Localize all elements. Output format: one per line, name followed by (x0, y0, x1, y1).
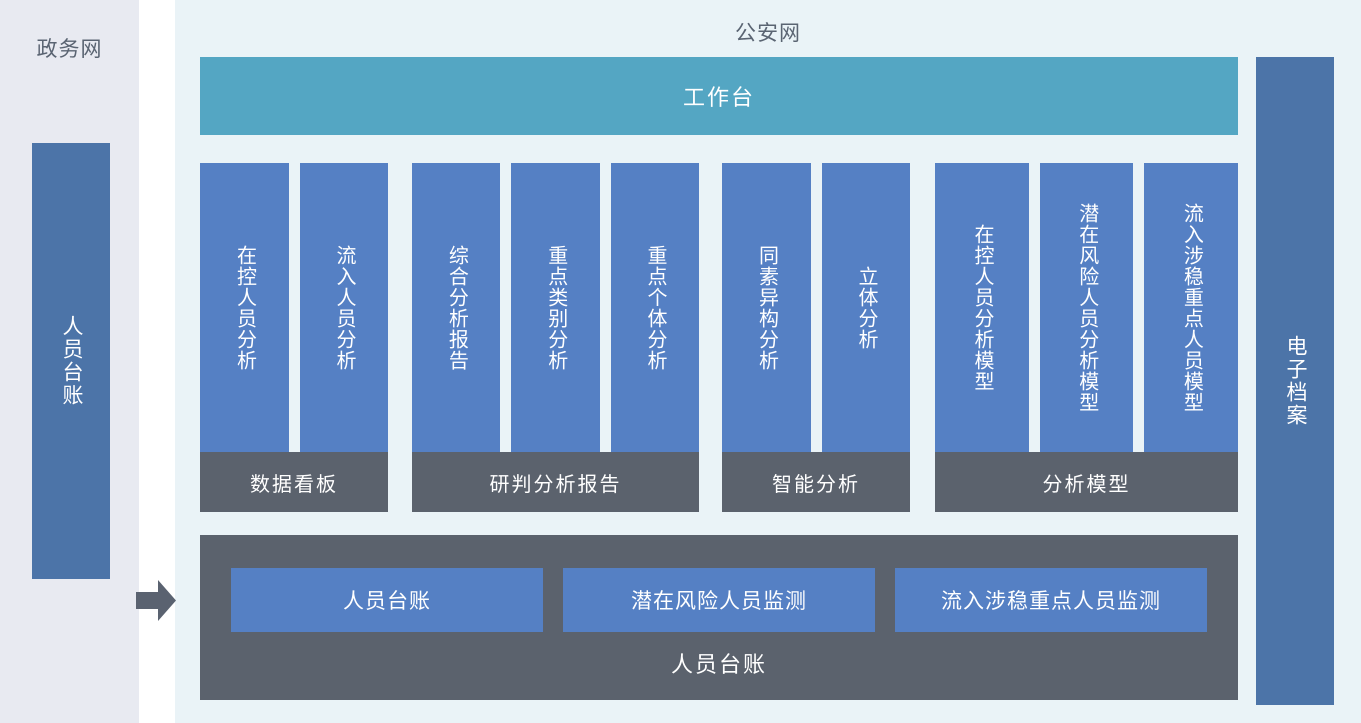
group-data-dashboard: 在控人员分析 流入人员分析 数据看板 (200, 163, 388, 512)
capability-groups: 在控人员分析 流入人员分析 数据看板 综合分析报告 重点类别分析 重点个体分析 … (200, 163, 1239, 512)
module-card[interactable]: 在控人员分析模型 (935, 163, 1029, 452)
ledger-tile[interactable]: 人员台账 (231, 568, 543, 632)
ledger-panel-label: 人员台账 (670, 652, 767, 677)
police-network-title: 公安网 (735, 22, 801, 45)
ledger-tile-row: 人员台账 潜在风险人员监测 流入涉稳重点人员监测 (231, 568, 1207, 632)
government-network-title: 政务网 (36, 38, 103, 61)
module-card[interactable]: 重点个体分析 (610, 163, 699, 452)
group-footer-label: 分析模型 (935, 452, 1238, 512)
module-card[interactable]: 综合分析报告 (412, 163, 501, 452)
module-card[interactable]: 同素异构分析 (722, 163, 811, 452)
module-card[interactable]: 在控人员分析 (200, 163, 289, 452)
arrow-right-icon (136, 580, 176, 621)
module-card[interactable]: 重点类别分析 (511, 163, 600, 452)
group-columns: 综合分析报告 重点类别分析 重点个体分析 (412, 163, 699, 452)
group-columns: 在控人员分析 流入人员分析 (200, 163, 388, 452)
ledger-tile[interactable]: 流入涉稳重点人员监测 (895, 568, 1207, 632)
module-card[interactable]: 流入涉稳重点人员模型 (1144, 163, 1239, 452)
group-columns: 在控人员分析模型 潜在风险人员分析模型 流入涉稳重点人员模型 (935, 163, 1239, 452)
electronic-archive-bar[interactable]: 电子档案 (1256, 57, 1334, 705)
module-card[interactable]: 流入人员分析 (299, 163, 388, 452)
group-judgment-analysis-report: 综合分析报告 重点类别分析 重点个体分析 研判分析报告 (412, 163, 699, 512)
group-footer-label: 研判分析报告 (412, 452, 699, 512)
group-intelligent-analysis: 同素异构分析 立体分析 智能分析 (722, 163, 910, 512)
module-card[interactable]: 立体分析 (821, 163, 910, 452)
group-footer-label: 数据看板 (200, 452, 388, 512)
module-card[interactable]: 潜在风险人员分析模型 (1039, 163, 1134, 452)
group-footer-label: 智能分析 (722, 452, 910, 512)
ledger-tile[interactable]: 潜在风险人员监测 (563, 568, 875, 632)
personnel-ledger-panel: 人员台账 潜在风险人员监测 流入涉稳重点人员监测 人员台账 (200, 535, 1238, 700)
group-columns: 同素异构分析 立体分析 (722, 163, 910, 452)
personnel-ledger-source-bar[interactable]: 人员台账 (32, 143, 110, 579)
group-analysis-models: 在控人员分析模型 潜在风险人员分析模型 流入涉稳重点人员模型 分析模型 (935, 163, 1239, 512)
workbench-banner[interactable]: 工作台 (200, 57, 1238, 135)
